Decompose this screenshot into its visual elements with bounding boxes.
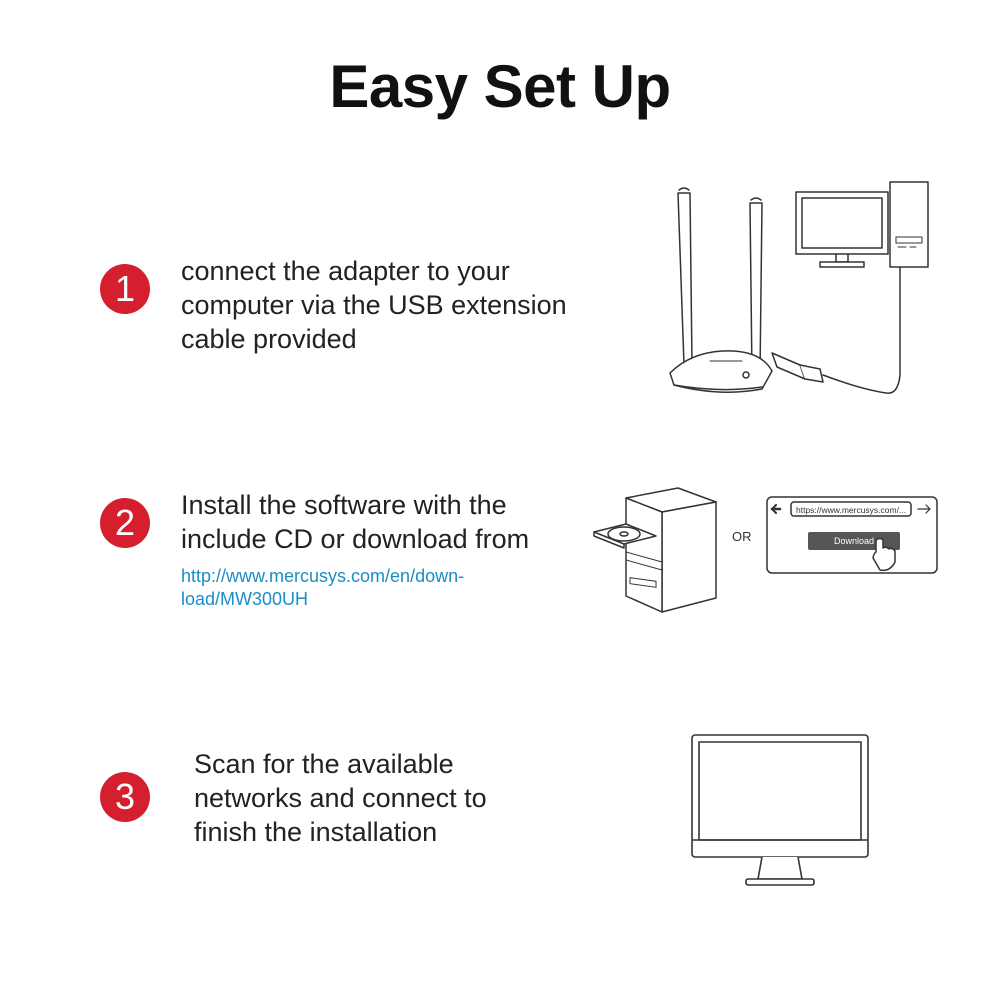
download-link-line-2: load/MW300UH <box>181 589 309 609</box>
step-3-illustration <box>691 734 869 886</box>
url-text: https://www.mercusys.com/... <box>796 505 906 515</box>
browser-window-icon <box>766 496 938 574</box>
usb-cable-icon <box>771 264 901 394</box>
monitor-icon <box>691 734 869 886</box>
step-3-line-1: Scan for the available <box>194 749 454 779</box>
step-2-line-2: include CD or download from <box>181 524 530 554</box>
step-3-line-3: finish the installation <box>194 817 438 847</box>
step-3-text: Scan for the available networks and conn… <box>194 747 487 849</box>
step-1-text: connect the adapter to your computer via… <box>181 254 567 356</box>
step-1-illustration <box>669 181 929 394</box>
step-1-line-1: connect the adapter to your <box>181 256 510 286</box>
or-label: OR <box>732 529 752 544</box>
step-1-badge: 1 <box>100 264 150 314</box>
download-link[interactable]: http://www.mercusys.com/en/down- load/MW… <box>181 565 464 611</box>
page-title: Easy Set Up <box>329 53 671 120</box>
usb-adapter-icon <box>669 187 773 393</box>
step-2-badge: 2 <box>100 498 150 548</box>
download-link-line-1: http://www.mercusys.com/en/down- <box>181 566 465 586</box>
step-2-text: Install the software with the include CD… <box>181 488 529 556</box>
desktop-monitor-icon <box>795 191 889 268</box>
pc-tower-icon <box>889 181 929 268</box>
step-1-line-3: cable provided <box>181 324 357 354</box>
step-3-badge: 3 <box>100 772 150 822</box>
download-button-label: Download <box>834 536 874 546</box>
step-2-line-1: Install the software with the <box>181 490 507 520</box>
step-1-line-2: computer via the USB extension <box>181 290 567 320</box>
step-2-illustration: OR https://www.mercusys.com/... Download <box>593 487 938 613</box>
cd-drive-tower-icon <box>593 487 717 613</box>
step-3-line-2: networks and connect to <box>194 783 487 813</box>
